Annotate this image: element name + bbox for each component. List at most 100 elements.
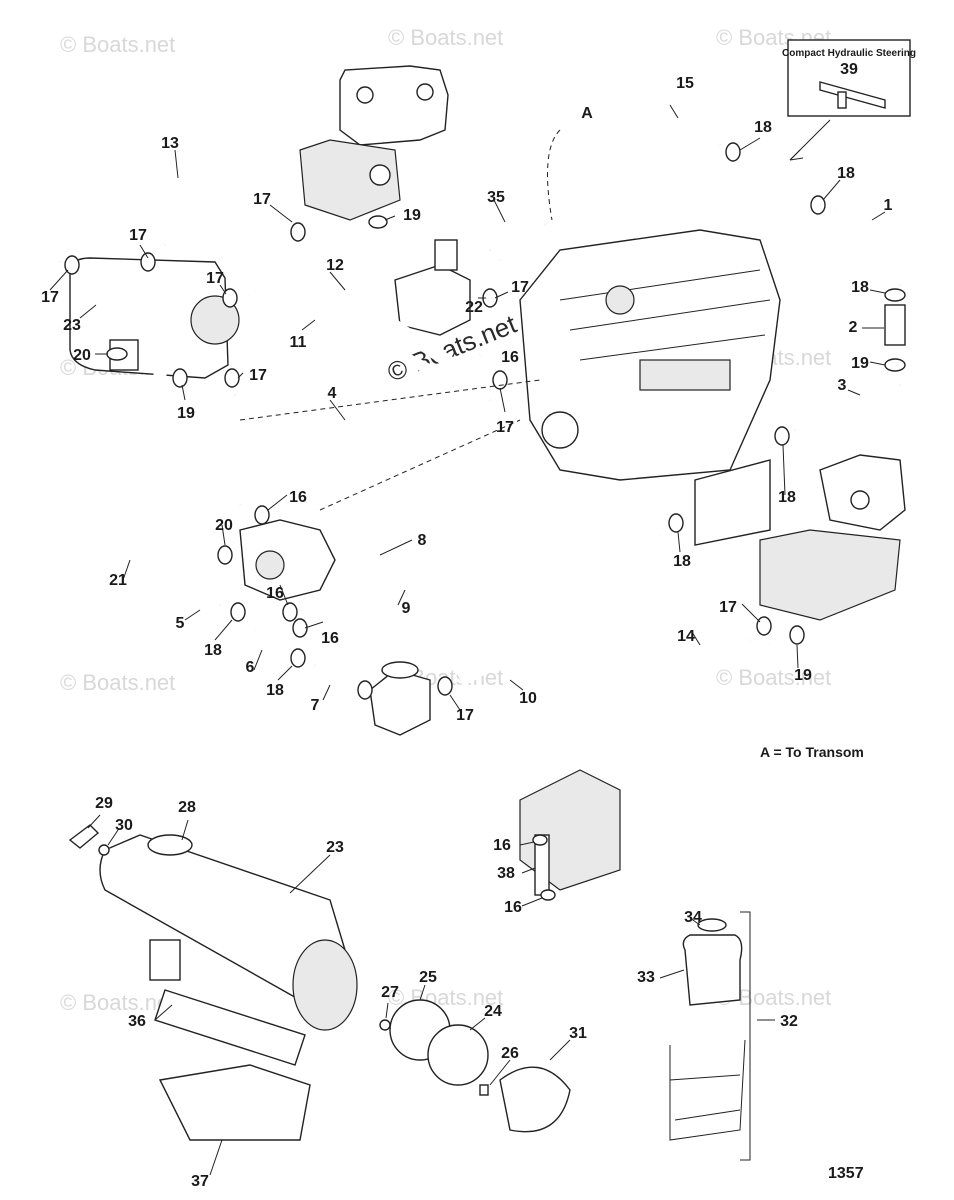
callout-25: 25 bbox=[419, 969, 437, 986]
screw-26 bbox=[479, 1084, 489, 1096]
seal-30 bbox=[98, 844, 110, 856]
callout-22: 22 bbox=[465, 299, 483, 316]
callout-17: 17 bbox=[511, 279, 529, 296]
gasket-36 bbox=[154, 989, 306, 1066]
callout-32: 32 bbox=[780, 1013, 798, 1030]
bracket-32 bbox=[669, 1039, 746, 1141]
heat-exchanger-top bbox=[69, 257, 240, 379]
callout-17: 17 bbox=[129, 227, 147, 244]
callout-11: 11 bbox=[290, 334, 307, 351]
callout-36: 36 bbox=[128, 1013, 146, 1030]
callout-4: 4 bbox=[328, 385, 337, 402]
callout-16: 16 bbox=[289, 489, 307, 506]
callout-18: 18 bbox=[673, 553, 691, 570]
watermark: © Boats.net bbox=[716, 665, 831, 690]
callout-20: 20 bbox=[73, 347, 91, 364]
drawing-number: 1357 bbox=[828, 1165, 864, 1182]
callout-29: 29 bbox=[95, 795, 113, 812]
callout-34: 34 bbox=[684, 909, 702, 926]
callout-7: 7 bbox=[311, 697, 320, 714]
callout-17: 17 bbox=[456, 707, 474, 724]
callout-labels: 13 17 17 17 17 23 20 19 17 12 11 4 19 35… bbox=[41, 75, 892, 1190]
inset-compact-hydraulic-steering: Compact Hydraulic Steering 39 bbox=[782, 39, 916, 161]
callout-16: 16 bbox=[501, 349, 519, 366]
watermark: © Boats.net bbox=[60, 670, 175, 695]
thermostat-housing bbox=[369, 661, 431, 736]
callout-18: 18 bbox=[204, 642, 222, 659]
callout-30: 30 bbox=[115, 817, 133, 834]
hose-fitting bbox=[884, 304, 906, 346]
end-cap-24 bbox=[427, 1024, 489, 1086]
reservoir-33 bbox=[682, 934, 743, 1006]
callout-27: 27 bbox=[381, 984, 399, 1001]
callout-9: 9 bbox=[402, 600, 411, 617]
callout-17: 17 bbox=[41, 289, 59, 306]
legend-note: A = To Transom bbox=[760, 744, 864, 760]
hose-clamps bbox=[64, 142, 906, 700]
heat-exchanger-exploded bbox=[68, 824, 571, 1141]
exhaust-manifold-right bbox=[694, 454, 906, 621]
coolant-reservoir-kit bbox=[669, 911, 751, 1161]
callout-19: 19 bbox=[851, 355, 869, 372]
exhaust-manifold-top bbox=[299, 65, 449, 221]
leader-lines bbox=[49, 104, 886, 1176]
engine-corner-detail bbox=[519, 769, 621, 901]
callout-18: 18 bbox=[778, 489, 796, 506]
callout-16: 16 bbox=[266, 585, 284, 602]
callout-16: 16 bbox=[321, 630, 339, 647]
callout-23: 23 bbox=[326, 839, 344, 856]
seawater-pump bbox=[394, 239, 471, 336]
callout-17: 17 bbox=[206, 270, 224, 287]
callout-33: 33 bbox=[637, 969, 655, 986]
callout-17: 17 bbox=[249, 367, 267, 384]
callout-18: 18 bbox=[266, 682, 284, 699]
callout-19: 19 bbox=[794, 667, 812, 684]
callout-1: 1 bbox=[884, 197, 893, 214]
callout-28: 28 bbox=[178, 799, 196, 816]
watermark: © Boats.net bbox=[60, 32, 175, 57]
callout-6: 6 bbox=[246, 659, 255, 676]
callout-18: 18 bbox=[754, 119, 772, 136]
callout-17: 17 bbox=[496, 419, 514, 436]
callout-18: 18 bbox=[851, 279, 869, 296]
callout-13: 13 bbox=[161, 135, 179, 152]
callout-15: 15 bbox=[676, 75, 694, 92]
callout-23: 23 bbox=[63, 317, 81, 334]
callout-2: 2 bbox=[849, 319, 858, 336]
callout-18: 18 bbox=[837, 165, 855, 182]
inset-title: Compact Hydraulic Steering bbox=[782, 48, 916, 59]
inset-frame bbox=[787, 39, 911, 117]
callout-20: 20 bbox=[215, 517, 233, 534]
callout-21: 21 bbox=[109, 572, 127, 589]
callout-17: 17 bbox=[719, 599, 737, 616]
callout-16: 16 bbox=[504, 899, 522, 916]
callout-24: 24 bbox=[484, 1003, 502, 1020]
callout-19: 19 bbox=[177, 405, 195, 422]
circulating-pump bbox=[239, 519, 336, 601]
callout-8: 8 bbox=[418, 532, 427, 549]
reference-line bbox=[319, 419, 521, 511]
point-a-label: A bbox=[581, 105, 593, 122]
callout-14: 14 bbox=[677, 628, 695, 645]
watermark: © Boats.net bbox=[60, 990, 175, 1015]
inset-number: 39 bbox=[840, 61, 858, 78]
callout-17: 17 bbox=[253, 191, 271, 208]
hoses bbox=[31, 109, 907, 696]
callout-5: 5 bbox=[176, 615, 185, 632]
steering-cooler-tube bbox=[819, 81, 886, 109]
washer-27 bbox=[379, 1019, 391, 1031]
kit-bracket-line bbox=[740, 911, 751, 1161]
callout-37: 37 bbox=[191, 1173, 209, 1190]
cap-29 bbox=[68, 824, 100, 849]
callout-38: 38 bbox=[497, 865, 515, 882]
bracket-37 bbox=[158, 1064, 311, 1141]
callout-19: 19 bbox=[403, 207, 421, 224]
clamp-31 bbox=[499, 1066, 571, 1133]
engine-block bbox=[519, 229, 781, 481]
reference-line bbox=[239, 379, 541, 421]
callout-12: 12 bbox=[326, 257, 344, 274]
callout-31: 31 bbox=[569, 1025, 587, 1042]
steering-bracket bbox=[837, 91, 847, 109]
cap-34 bbox=[697, 918, 727, 932]
